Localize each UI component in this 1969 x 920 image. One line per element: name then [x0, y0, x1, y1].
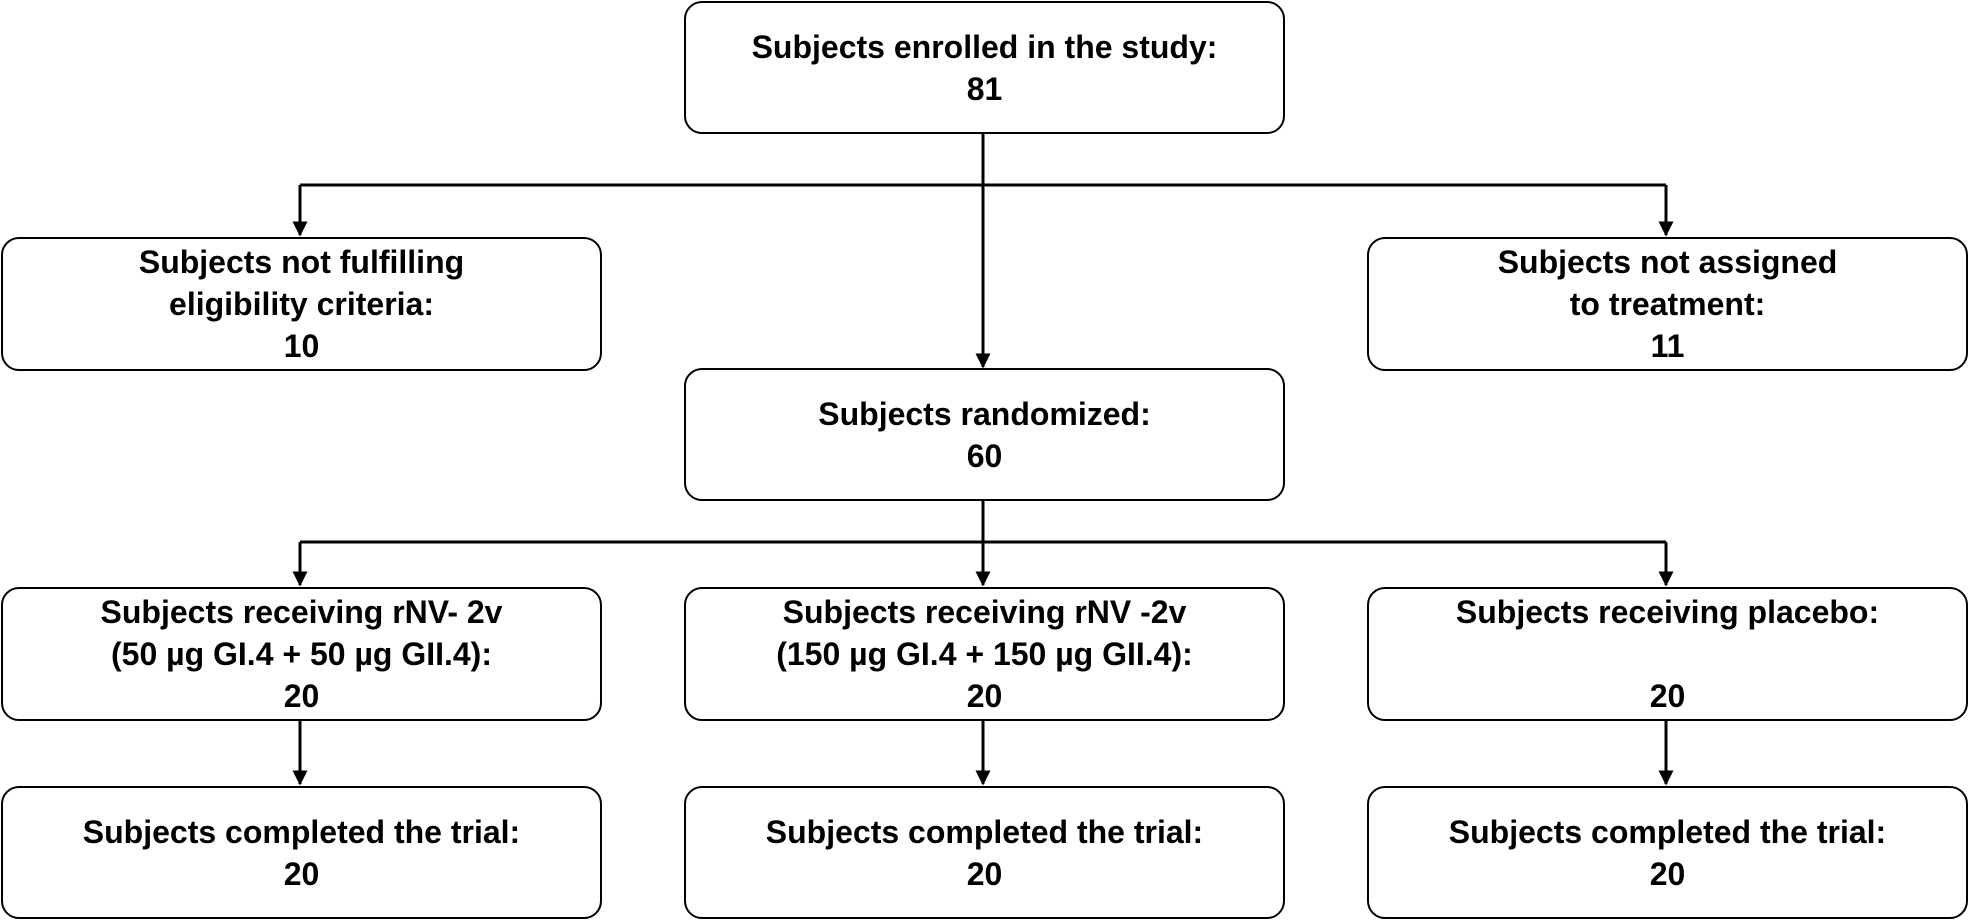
completed-high-dose-count: 20 — [966, 855, 1003, 892]
not-eligible-box: Subjects not fulfilling eligibility crit… — [1, 237, 602, 371]
completed-high-dose-box: Subjects completed the trial: 20 — [684, 786, 1285, 919]
completed-placebo-label: Subjects completed the trial: — [1448, 813, 1887, 850]
completed-low-dose-count: 20 — [283, 855, 320, 892]
not-assigned-label-line-2: to treatment: — [1569, 286, 1766, 322]
completed-low-dose-box: Subjects completed the trial: 20 — [1, 786, 602, 919]
randomized-count: 60 — [966, 437, 1003, 474]
not-eligible-label-line-1: Subjects not fulfilling — [138, 244, 465, 280]
arm-high-dose-box: Subjects receiving rNV -2v (150 µg GI.4 … — [684, 587, 1285, 721]
completed-placebo-count: 20 — [1649, 855, 1686, 892]
not-eligible-count: 10 — [283, 328, 320, 364]
arm-low-dose-label-line-2: (50 µg GI.4 + 50 µg GII.4): — [111, 636, 492, 672]
arm-placebo-box: Subjects receiving placebo: 20 — [1367, 587, 1968, 721]
arm-high-dose-label-line-2: (150 µg GI.4 + 150 µg GII.4): — [776, 636, 1193, 672]
arm-placebo-count: 20 — [1649, 678, 1686, 714]
arm-low-dose-count: 20 — [283, 678, 320, 714]
enrolled-box: Subjects enrolled in the study: 81 — [684, 1, 1285, 134]
randomized-box: Subjects randomized: 60 — [684, 368, 1285, 501]
arm-high-dose-label-line-1: Subjects receiving rNV -2v — [782, 594, 1187, 630]
enrolled-count: 81 — [966, 70, 1003, 107]
completed-high-dose-label: Subjects completed the trial: — [765, 813, 1204, 850]
arm-low-dose-label-line-1: Subjects receiving rNV- 2v — [100, 594, 503, 630]
arm-high-dose-count: 20 — [966, 678, 1003, 714]
arm-low-dose-box: Subjects receiving rNV- 2v (50 µg GI.4 +… — [1, 587, 602, 721]
arm-placebo-label: Subjects receiving placebo: — [1455, 594, 1880, 630]
not-assigned-count: 11 — [1650, 328, 1685, 364]
not-assigned-box: Subjects not assigned to treatment: 11 — [1367, 237, 1968, 371]
completed-low-dose-label: Subjects completed the trial: — [82, 813, 521, 850]
not-eligible-label-line-2: eligibility criteria: — [169, 286, 434, 322]
not-assigned-label-line-1: Subjects not assigned — [1497, 244, 1838, 280]
completed-placebo-box: Subjects completed the trial: 20 — [1367, 786, 1968, 919]
enrolled-label: Subjects enrolled in the study: — [751, 28, 1218, 65]
randomized-label: Subjects randomized: — [818, 395, 1151, 432]
